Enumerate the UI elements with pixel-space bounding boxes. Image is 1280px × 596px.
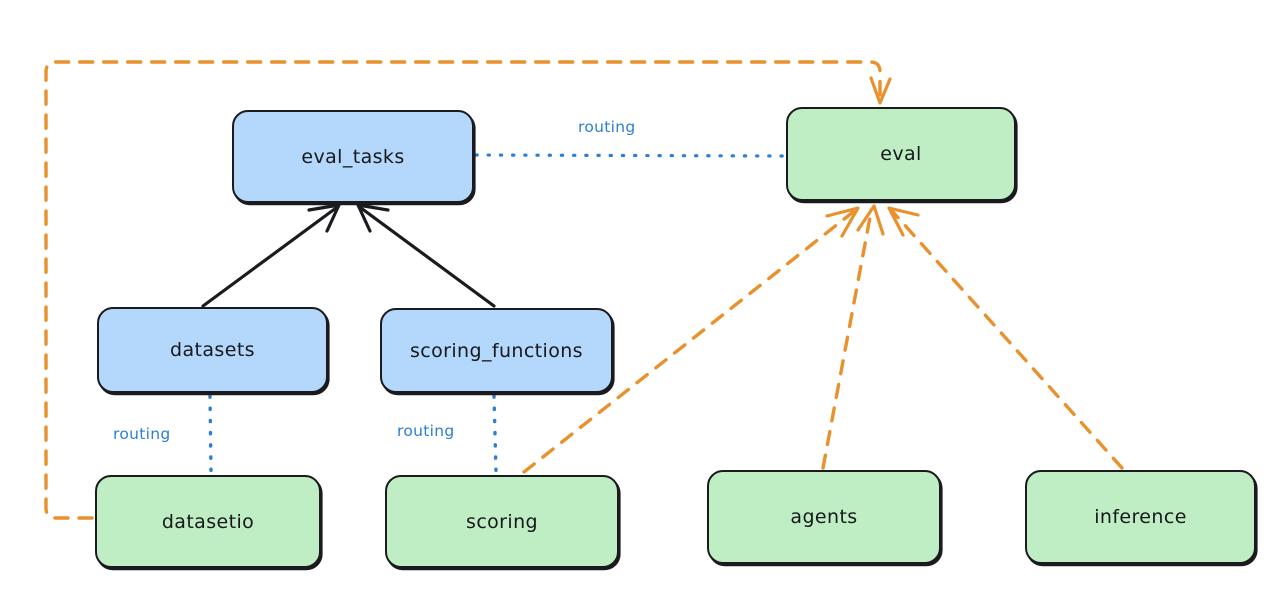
node-agents[interactable]: agents <box>707 470 941 564</box>
edge-eval_tasks-to-eval <box>474 153 785 158</box>
node-eval_tasks[interactable]: eval_tasks <box>232 110 474 203</box>
edge-inference-to-eval <box>887 206 1124 470</box>
node-label: datasets <box>170 339 255 361</box>
edge-label-routing-eval_tasks-eval: routing <box>578 118 636 136</box>
edge-scoring_functions-to-scoring <box>492 394 498 474</box>
node-scoring[interactable]: scoring <box>385 475 619 568</box>
edge-datasets-to-datasetio <box>208 394 213 474</box>
node-label: inference <box>1094 506 1187 528</box>
node-datasetio[interactable]: datasetio <box>95 475 321 568</box>
node-label: eval_tasks <box>301 145 405 168</box>
edge-scoring_functions-to-eval_tasks <box>356 203 496 308</box>
node-datasets[interactable]: datasets <box>97 307 328 393</box>
edge-label-routing-datasets-datasetio: routing <box>113 425 171 443</box>
edge-label-routing-scoring_functions-scoring: routing <box>397 422 455 440</box>
node-label: agents <box>790 506 858 528</box>
node-label: scoring <box>466 510 538 533</box>
node-label: eval <box>880 143 922 165</box>
node-scoring_functions[interactable]: scoring_functions <box>380 308 613 393</box>
edge-datasets-to-eval_tasks <box>201 203 341 308</box>
node-label: datasetio <box>161 510 255 533</box>
node-inference[interactable]: inference <box>1025 470 1256 564</box>
node-eval[interactable]: eval <box>786 107 1016 201</box>
node-label: scoring_functions <box>410 339 583 362</box>
edge-agents-to-eval <box>821 204 885 470</box>
